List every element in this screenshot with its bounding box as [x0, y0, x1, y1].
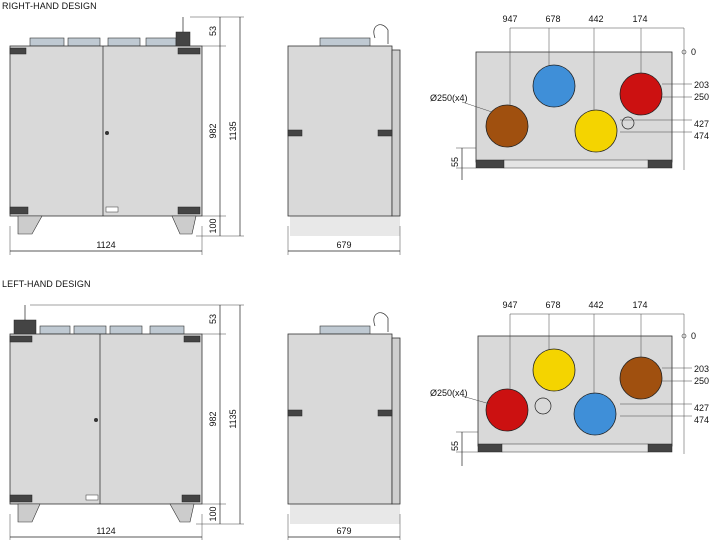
dim-leg-height: 100	[208, 506, 218, 521]
duct-circle	[532, 348, 576, 392]
side-view: 679	[287, 312, 401, 540]
dim-right: 203	[694, 80, 709, 90]
dim-top: 678	[545, 14, 560, 24]
dim-right: 250	[694, 92, 709, 102]
dim-top-height: 53	[208, 314, 218, 324]
front-view: 1124 53 982 100 1135	[9, 16, 244, 255]
duct-circle	[485, 388, 529, 432]
dim-top: 947	[502, 14, 517, 24]
duct-circle	[574, 109, 618, 153]
dim-bottom-left: 55	[450, 157, 460, 167]
top-actuator	[175, 31, 191, 47]
cabinet-body	[9, 333, 203, 505]
dim-top: 678	[545, 300, 560, 310]
front-view: 1124 53 982 100 1135	[9, 304, 244, 540]
dim-total-height: 1135	[228, 121, 238, 140]
dim-side-width: 679	[336, 526, 351, 536]
top-collar	[29, 37, 65, 47]
dim-top: 442	[588, 300, 603, 310]
top-collar	[107, 37, 141, 47]
dim-right: 427	[694, 119, 709, 129]
top-view: 947 678 442 174 0 203 250 427 474 Ø250(x…	[430, 300, 709, 466]
diameter-label: Ø250(x4)	[430, 388, 468, 398]
dim-top: 442	[588, 14, 603, 24]
duct-circle	[619, 72, 663, 116]
duct-circle	[485, 104, 529, 148]
dim-top: 174	[632, 14, 647, 24]
dim-origin: 0	[691, 331, 696, 341]
section-left-hand: LEFT-HAND DESIGN 1124	[2, 279, 709, 540]
dim-width: 1124	[96, 240, 115, 250]
duct-circle	[573, 392, 617, 436]
dim-total-height: 1135	[228, 409, 238, 428]
section-title: RIGHT-HAND DESIGN	[2, 1, 97, 11]
dim-top: 947	[502, 300, 517, 310]
top-view: 947 678 442 174 0 203 250 427 474 Ø250(x…	[430, 14, 709, 180]
door-handle	[105, 131, 109, 135]
dim-leg-height: 100	[208, 218, 218, 233]
side-panel	[287, 333, 393, 505]
dim-right: 474	[694, 415, 709, 425]
diameter-label: Ø250(x4)	[430, 93, 468, 103]
dim-right: 474	[694, 131, 709, 141]
dim-right: 203	[694, 364, 709, 374]
duct-circle	[532, 64, 576, 108]
side-panel	[287, 45, 393, 217]
dim-side-width: 679	[336, 240, 351, 250]
cabinet-body	[9, 45, 203, 217]
dim-top: 174	[632, 300, 647, 310]
dim-origin: 0	[691, 47, 696, 57]
dim-top-height: 53	[208, 26, 218, 36]
top-collar	[145, 37, 177, 47]
dim-right: 427	[694, 403, 709, 413]
side-view: 679	[287, 24, 401, 255]
dim-bottom-left: 55	[450, 441, 460, 451]
section-title: LEFT-HAND DESIGN	[2, 279, 91, 289]
dim-body-height: 982	[208, 123, 218, 138]
door-handle	[94, 418, 98, 422]
dim-body-height: 982	[208, 411, 218, 426]
dim-right: 250	[694, 376, 709, 386]
duct-circle	[619, 356, 663, 400]
top-collar	[67, 37, 101, 47]
dim-width: 1124	[96, 526, 115, 536]
section-right-hand: RIGHT-HAND DESIGN 1124	[2, 1, 709, 255]
